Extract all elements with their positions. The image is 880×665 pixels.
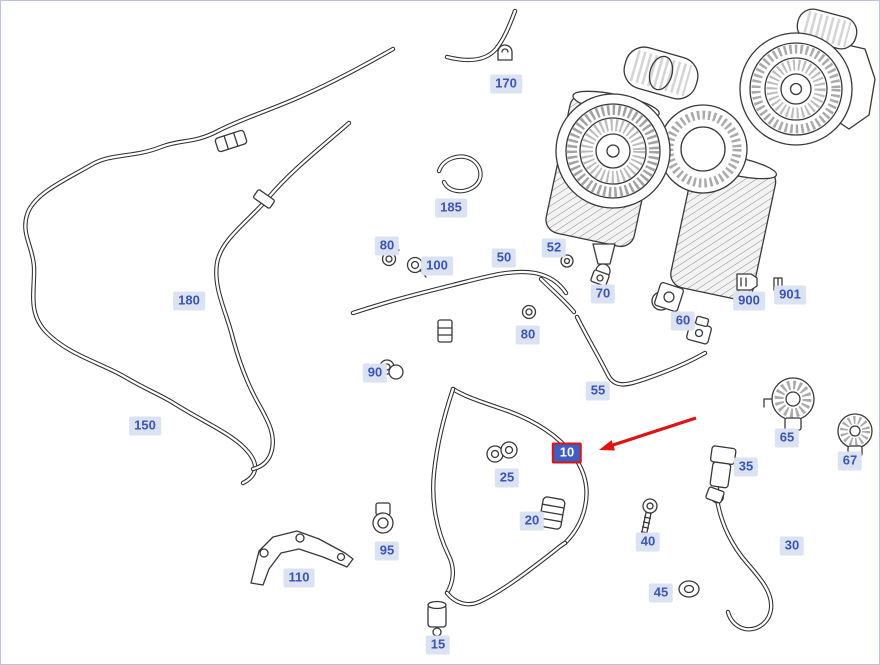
part-label-180[interactable]: 180 (173, 291, 205, 311)
turbocharger-rear (739, 8, 876, 146)
clamp-80-lower (521, 304, 537, 320)
part-label-95[interactable]: 95 (374, 541, 400, 561)
valve-65 (763, 377, 815, 431)
connector-30-top (705, 486, 725, 504)
part-label-30[interactable]: 30 (779, 536, 805, 556)
part-label-170[interactable]: 170 (490, 74, 522, 94)
fitting-15 (427, 600, 447, 637)
part-label-80-lower[interactable]: 80 (515, 325, 541, 345)
part-label-185[interactable]: 185 (435, 198, 467, 218)
grommet-45 (678, 580, 700, 598)
clamp-100 (406, 256, 427, 278)
part-label-15[interactable]: 15 (425, 635, 451, 655)
part-label-90[interactable]: 90 (362, 363, 388, 383)
nut-52 (560, 254, 574, 268)
part-label-55[interactable]: 55 (585, 381, 611, 401)
connector-900 (736, 273, 758, 291)
part-label-50[interactable]: 50 (491, 248, 517, 268)
part-label-900[interactable]: 900 (733, 291, 765, 311)
fitting-70 (590, 269, 610, 287)
part-label-110[interactable]: 110 (283, 568, 315, 588)
part-label-100[interactable]: 100 (421, 256, 453, 276)
part-label-70[interactable]: 70 (590, 284, 616, 304)
part-label-35[interactable]: 35 (733, 457, 759, 477)
sleeve-20 (538, 496, 566, 530)
part-label-10-selected[interactable]: 10 (551, 442, 583, 464)
bracket-110 (250, 530, 354, 586)
part-label-80-upper[interactable]: 80 (374, 236, 400, 256)
highlight-arrow (599, 416, 697, 451)
clip-170 (497, 44, 513, 61)
clip-50 (437, 319, 453, 343)
part-label-20[interactable]: 20 (519, 511, 545, 531)
part-label-25[interactable]: 25 (494, 468, 520, 488)
part-label-52[interactable]: 52 (541, 238, 567, 258)
part-label-67[interactable]: 67 (837, 451, 863, 471)
part-label-60[interactable]: 60 (670, 311, 696, 331)
part-label-65[interactable]: 65 (774, 428, 800, 448)
check-valve-150 (214, 129, 248, 153)
part-label-45[interactable]: 45 (648, 583, 674, 603)
clamp-25 (486, 441, 518, 463)
turbocharger-front (555, 46, 748, 312)
connector-180 (253, 189, 275, 209)
part-label-40[interactable]: 40 (635, 532, 661, 552)
part-label-901[interactable]: 901 (774, 285, 806, 305)
part-label-150[interactable]: 150 (129, 416, 161, 436)
clip-95 (372, 502, 394, 534)
